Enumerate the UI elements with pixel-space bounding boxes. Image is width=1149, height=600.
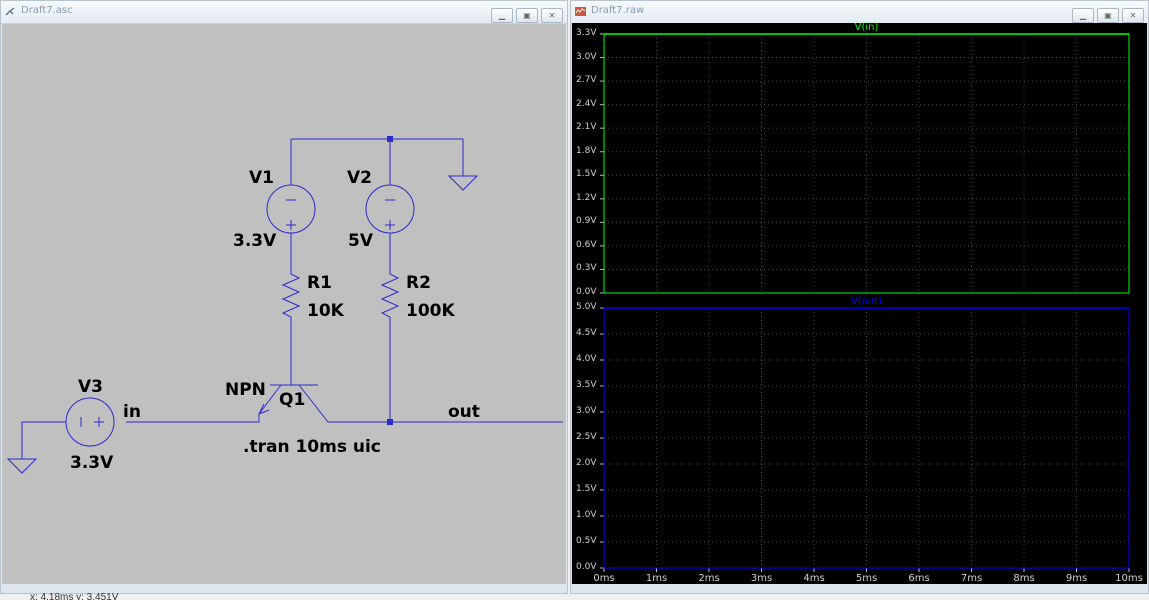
v3-name-label: V3 <box>78 377 103 397</box>
q1-name-label: Q1 <box>279 390 306 410</box>
q1-model-label: NPN <box>225 380 266 400</box>
wire-top-rail <box>291 138 464 176</box>
x-tick-label: 10ms <box>1115 573 1143 584</box>
y-tick-label: 0.3V <box>576 263 597 274</box>
x-tick-label: 2ms <box>698 573 720 584</box>
waveform-window-icon <box>575 7 586 16</box>
trace-title[interactable]: V(in) <box>854 22 879 33</box>
v2-value-label: 5V <box>348 231 373 251</box>
junction-top <box>387 136 393 142</box>
y-tick-label: 0.6V <box>576 239 597 250</box>
minimize-button[interactable]: ▁ <box>1072 8 1094 23</box>
x-tick-label: 3ms <box>750 573 773 584</box>
cursor-readout: x: 4.18ms y: 3.451V <box>30 592 119 600</box>
y-tick-label: 2.1V <box>576 122 597 133</box>
y-tick-label: 1.5V <box>576 169 597 180</box>
x-tick-label: 8ms <box>1013 573 1035 584</box>
resistor-r1 <box>281 269 301 322</box>
y-tick-label: 3.0V <box>576 51 597 62</box>
maximize-button[interactable]: ▣ <box>1097 8 1119 23</box>
y-tick-label: 4.0V <box>576 354 597 364</box>
v3-source-symbol <box>65 397 115 447</box>
ground-symbol-left <box>6 458 38 474</box>
waveform-plots <box>600 33 1130 572</box>
waveform-titlebar[interactable]: Draft7.raw ▁▣✕ <box>571 1 1148 24</box>
trace-title[interactable]: V(out) <box>850 296 883 307</box>
minimize-button[interactable]: ▁ <box>491 8 513 23</box>
wire-v3-gnd <box>21 421 66 459</box>
v3-value-label: 3.3V <box>70 453 114 473</box>
x-tick-label: 7ms <box>960 573 983 584</box>
y-tick-label: 0.0V <box>576 562 597 572</box>
r2-name-label: R2 <box>406 273 431 293</box>
v1-name-label: V1 <box>249 168 274 188</box>
spice-directive[interactable]: .tran 10ms uic <box>243 437 381 457</box>
x-tick-label: 5ms <box>855 573 878 584</box>
y-tick-label: 0.9V <box>576 216 597 227</box>
r1-name-label: R1 <box>307 273 332 293</box>
schematic-window-icon <box>5 7 15 16</box>
ground-symbol-right <box>447 175 479 191</box>
x-tick-label: 9ms <box>1065 573 1088 584</box>
junction-out <box>387 419 393 425</box>
close-button[interactable]: ✕ <box>1122 8 1144 23</box>
x-tick-label: 4ms <box>803 573 825 584</box>
y-tick-label: 4.5V <box>576 328 597 338</box>
wire-in <box>126 414 260 423</box>
net-in-label: in <box>123 402 141 422</box>
maximize-button[interactable]: ▣ <box>516 8 538 23</box>
y-tick-label: 1.2V <box>576 192 597 203</box>
y-tick-label: 3.3V <box>576 28 597 38</box>
r1-value-label: 10K <box>307 301 344 321</box>
x-tick-label: 1ms <box>645 573 668 584</box>
y-tick-label: 5.0V <box>576 302 597 312</box>
net-out-label: out <box>448 402 480 422</box>
r2-value-label: 100K <box>406 301 455 321</box>
y-tick-label: 1.0V <box>576 510 597 520</box>
y-tick-label: 0.5V <box>576 536 597 546</box>
y-tick-label: 2.4V <box>576 98 597 109</box>
schematic-window-title: Draft7.asc <box>21 5 73 16</box>
resistor-r2 <box>380 269 400 322</box>
schematic-window[interactable]: Draft7.asc ▁▣✕ <box>0 0 568 594</box>
y-tick-label: 2.5V <box>576 432 597 442</box>
waveform-window-title: Draft7.raw <box>591 5 645 16</box>
x-tick-label: 0ms <box>593 573 615 584</box>
y-tick-label: 2.7V <box>576 75 597 86</box>
schematic-titlebar[interactable]: Draft7.asc ▁▣✕ <box>1 1 567 24</box>
waveform-plot-area[interactable]: 0.0V 0.3V 0.6V 0.9V 1.2V 1.5V 1.8V 2.1V 2.4V 2.7V… <box>572 22 1147 584</box>
y-tick-label: 3.5V <box>576 380 597 390</box>
close-button[interactable]: ✕ <box>541 8 563 23</box>
y-tick-label: 1.8V <box>576 145 597 156</box>
y-tick-label: 0.0V <box>576 287 597 297</box>
y-tick-label: 1.5V <box>576 484 597 494</box>
schematic-drawing <box>6 136 563 474</box>
transistor-q1 <box>258 384 329 423</box>
schematic-canvas[interactable]: V1 3.3V V2 5V R1 10K R2 100K V3 3.3V NPN… <box>2 24 566 584</box>
v1-value-label: 3.3V <box>233 231 277 251</box>
v2-name-label: V2 <box>347 168 372 188</box>
y-tick-label: 2.0V <box>576 458 597 468</box>
y-tick-label: 3.0V <box>576 406 597 416</box>
x-tick-label: 6ms <box>908 573 930 584</box>
status-bar: x: 4.18ms y: 3.451V <box>0 592 1149 600</box>
